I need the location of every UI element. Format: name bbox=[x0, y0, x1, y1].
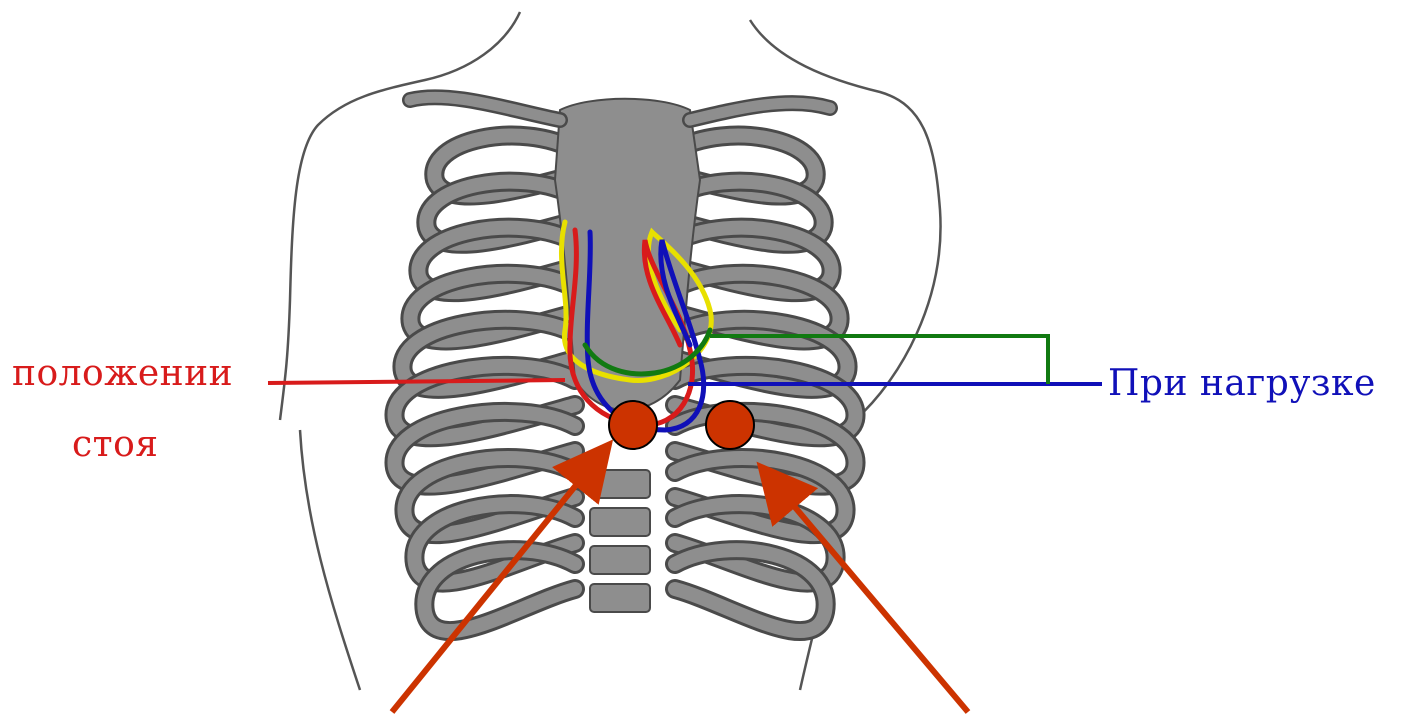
point-marker-right bbox=[706, 401, 754, 449]
label-standing-line2: стоя bbox=[72, 427, 158, 463]
rib-cage bbox=[394, 97, 855, 631]
vertebra-2 bbox=[590, 508, 650, 536]
vertebra-3 bbox=[590, 546, 650, 574]
label-under-load: При нагрузке bbox=[1108, 366, 1376, 402]
label-standing: положении bbox=[12, 356, 233, 392]
pointer-arrow-right bbox=[772, 480, 968, 712]
vertebra-1 bbox=[590, 470, 650, 498]
point-marker-left bbox=[609, 401, 657, 449]
vertebra-4 bbox=[590, 584, 650, 612]
